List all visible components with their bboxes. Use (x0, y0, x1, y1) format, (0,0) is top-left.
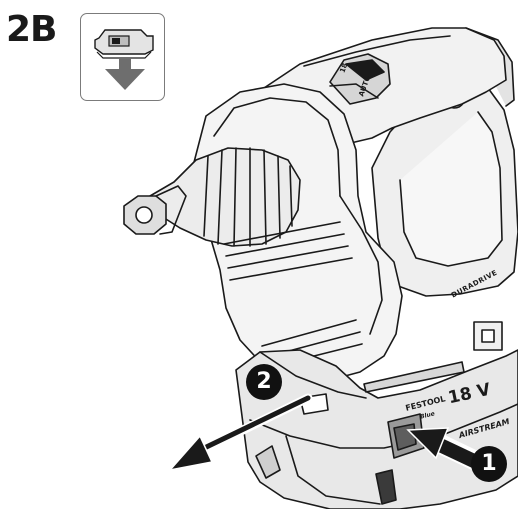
callout-step-1: 1 (471, 446, 507, 482)
battery-release-icon-box (80, 13, 165, 101)
step-title: 2B (6, 9, 57, 50)
battery-release-arrow-down-icon (94, 29, 154, 90)
callout-step-2: 2 (246, 364, 282, 400)
